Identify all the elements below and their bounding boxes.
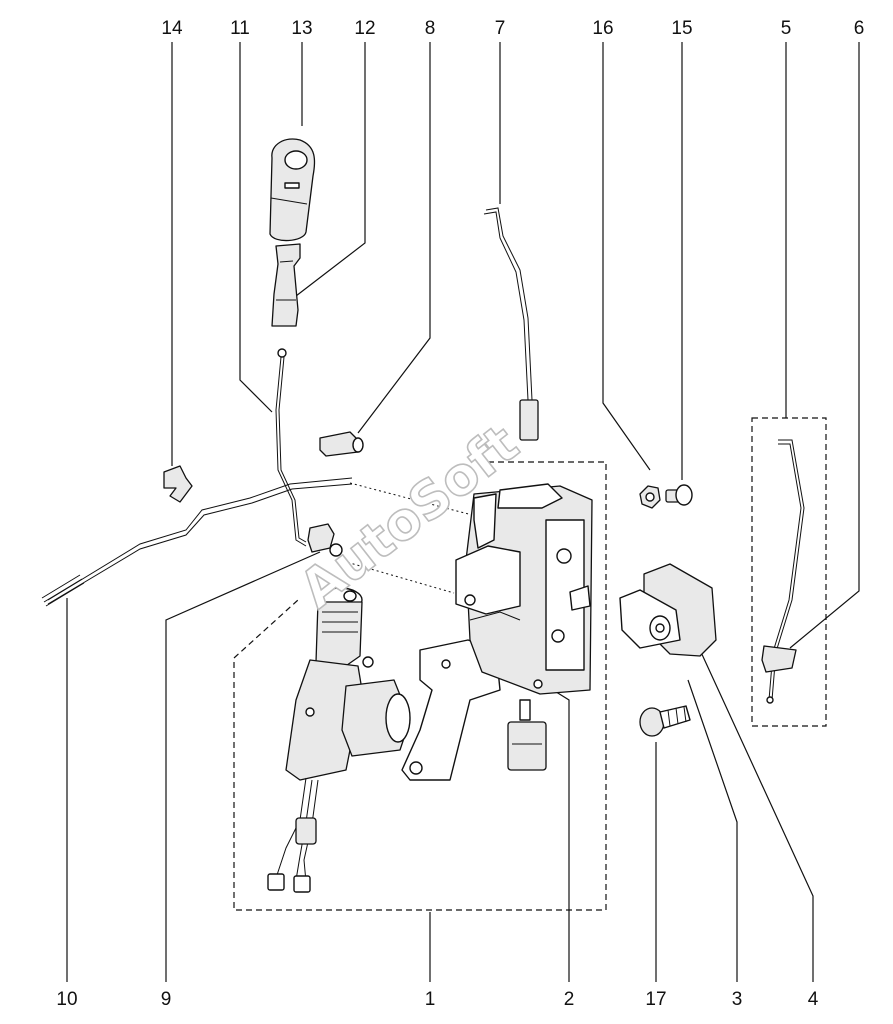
callout-1: 1 [425, 989, 436, 1010]
leader-9 [165, 551, 321, 982]
nut-16 [639, 485, 661, 509]
clip-6 [761, 645, 797, 673]
leader-4 [699, 649, 814, 982]
guide-line-upper [349, 482, 477, 517]
leader-12 [295, 42, 366, 297]
screw-15 [665, 484, 693, 506]
callout-6: 6 [854, 18, 865, 39]
callout-11: 11 [230, 18, 250, 39]
rod-frame-5 [751, 417, 827, 727]
guide-line-lower [342, 560, 455, 594]
striker-3 [619, 563, 717, 657]
key-head-13 [269, 138, 316, 242]
actuator-motor [267, 587, 411, 893]
lock-mechanism-2 [401, 483, 593, 781]
leader-16 [602, 42, 651, 471]
rod-11 [275, 348, 307, 547]
callout-5: 5 [781, 18, 792, 39]
callout-4: 4 [808, 989, 819, 1010]
rod-7 [483, 207, 539, 441]
callout-8: 8 [425, 18, 436, 39]
callout-labels: 14 11 13 12 8 7 16 15 5 6 10 9 1 2 17 3 … [56, 18, 864, 1010]
callout-12: 12 [354, 18, 375, 39]
callout-10: 10 [56, 989, 77, 1010]
callout-3: 3 [732, 989, 743, 1010]
callout-9: 9 [161, 989, 172, 1010]
leader-8 [357, 42, 431, 434]
screw-17 [639, 705, 691, 737]
callout-15: 15 [671, 18, 692, 39]
leader-2 [552, 689, 570, 982]
leader-lines [66, 42, 860, 982]
callout-16: 16 [592, 18, 613, 39]
clip-9 [307, 523, 343, 557]
long-rod-10 [41, 477, 353, 607]
callout-14: 14 [161, 18, 183, 39]
leader-6 [789, 42, 860, 649]
leader-3 [687, 679, 738, 982]
clip-8 [319, 431, 364, 457]
assembly-frame-1 [233, 461, 607, 911]
callout-13: 13 [291, 18, 312, 39]
callout-7: 7 [495, 18, 506, 39]
callout-2: 2 [564, 989, 575, 1010]
callout-17: 17 [645, 989, 666, 1010]
key-blade-12 [271, 243, 301, 327]
assembly-guide-lines [342, 482, 477, 594]
clip-14 [163, 465, 193, 503]
leader-11 [239, 42, 273, 413]
